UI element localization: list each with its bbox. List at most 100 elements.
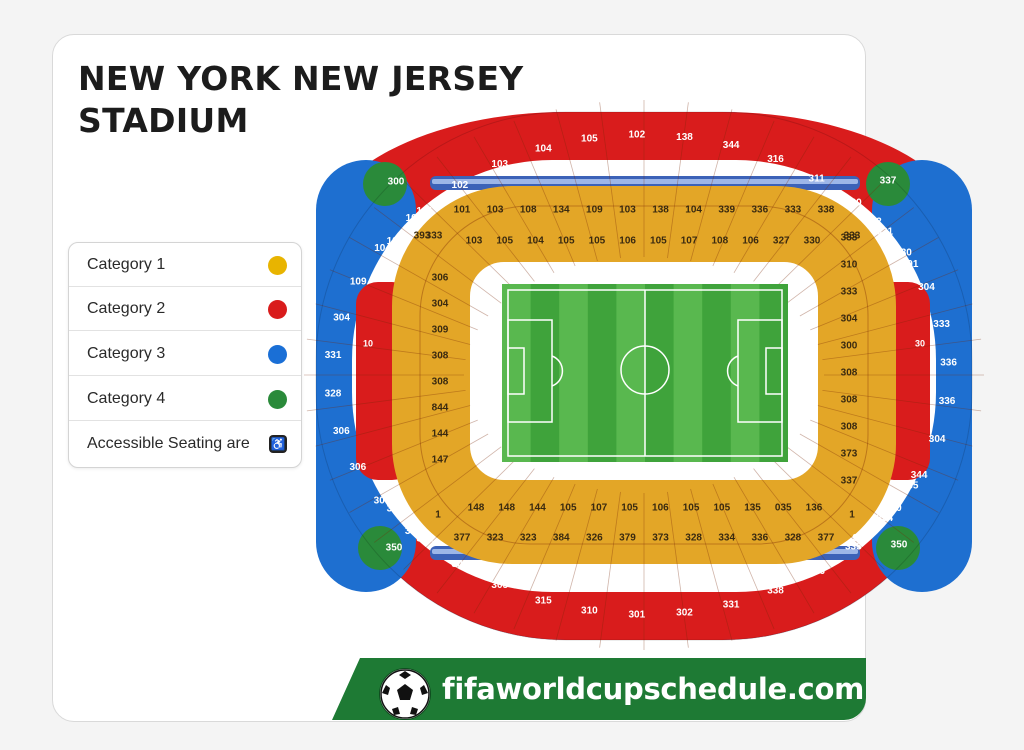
pitch-stripe — [673, 284, 703, 462]
section-label-outer-bottom: 301 — [629, 610, 646, 621]
section-label-outer-left: 109 — [350, 277, 367, 288]
section-label-outer-right: 332 — [865, 217, 882, 228]
category-3-dot — [268, 345, 287, 364]
section-divider — [810, 419, 959, 481]
section-label-upper-bottom: 377 — [454, 533, 471, 544]
category-4-section — [876, 526, 920, 570]
section-divider — [667, 102, 689, 259]
section-label-outer-top: 104 — [387, 236, 404, 247]
section-label-upper-bottom: 336 — [751, 533, 768, 544]
section-label-corner-inner: 333 — [844, 231, 861, 242]
category-4-section — [866, 162, 910, 206]
section-divider — [599, 491, 621, 648]
section-label-corner-inner: 1 — [849, 510, 855, 521]
title-line-1: NEW YORK NEW JERSEY — [78, 59, 524, 98]
section-label-upper-top: 103 — [487, 205, 504, 216]
section-label-outer-right: 330 — [895, 248, 912, 259]
section-label-lower-right: 308 — [841, 395, 858, 406]
section-label-upper-bottom: 323 — [520, 533, 537, 544]
section-label-corner: 337 — [880, 176, 897, 187]
legend-item-category-2: Category 2 — [69, 287, 301, 331]
legend-item-category-1: Category 1 — [69, 243, 301, 287]
section-label-right-mid: 30 — [915, 338, 925, 348]
section-divider — [799, 237, 939, 317]
section-label-outer-bottom: 302 — [676, 607, 693, 618]
section-label-outer-right: 340 — [885, 503, 902, 514]
legend-label: Category 4 — [87, 390, 166, 407]
category-1-dot — [268, 256, 287, 275]
section-label-outer-top: 331 — [876, 226, 893, 237]
section-divider — [555, 488, 598, 641]
section-divider — [555, 109, 598, 262]
section-label-upper-top: 104 — [685, 205, 702, 216]
section-label-lower-bottom: 148 — [498, 503, 515, 514]
section-label-outer-top: 105 — [581, 134, 598, 145]
legend-label: Category 1 — [87, 256, 166, 273]
section-label-upper-bottom: 334 — [718, 533, 735, 544]
section-divider — [799, 433, 939, 513]
section-label-corner-inner: 333 — [426, 231, 443, 242]
section-divider — [690, 488, 733, 641]
section-label-outer-top: 344 — [723, 140, 740, 151]
section-label-outer-bottom: 335 — [902, 480, 919, 491]
section-label-outer-bottom: 301 — [416, 533, 433, 544]
section-label-lower-bottom: 035 — [775, 503, 792, 514]
section-label-outer-top: 101 — [416, 206, 433, 217]
section-label-outer-top: 311 — [809, 173, 826, 184]
website-name: fifaworldcupschedule.com — [442, 672, 864, 706]
section-label-lower-right: 333 — [841, 287, 858, 298]
section-label-lower-left: 306 — [432, 273, 449, 284]
section-label-upper-top: 338 — [818, 205, 835, 216]
section-divider — [315, 303, 471, 345]
section-label-upper-top: 339 — [718, 205, 735, 216]
section-label-upper-top: 336 — [751, 205, 768, 216]
section-label-outer-bottom: 315 — [535, 596, 552, 607]
section-label-upper-top: 333 — [785, 205, 802, 216]
left-penalty-arc — [551, 355, 564, 387]
section-label-lower-left: 144 — [432, 429, 449, 440]
section-divider — [374, 446, 502, 543]
section-label-upper-top: 109 — [586, 205, 603, 216]
section-divider — [770, 180, 885, 292]
section-divider — [349, 433, 489, 513]
section-label-outer-bottom: 304 — [452, 559, 469, 570]
section-label-lower-bottom: 105 — [683, 503, 700, 514]
section-divider — [374, 207, 502, 304]
section-divider — [817, 303, 973, 345]
section-label-outer-left: 306 — [333, 426, 350, 437]
section-divider — [306, 338, 466, 360]
section-label-outer-top: 330 — [845, 198, 862, 209]
legend-label: Category 2 — [87, 300, 166, 317]
section-label-corner: 300 — [388, 177, 405, 188]
section-label-lower-top: 105 — [558, 236, 575, 247]
section-label-outer-top: 316 — [767, 154, 784, 165]
section-divider — [473, 476, 555, 614]
section-divider — [712, 483, 775, 630]
section-label-upper-bottom: 384 — [553, 533, 570, 544]
section-label-upper-bottom: 373 — [652, 533, 669, 544]
legend-item-accessible: Accessible Seating are ♿ — [69, 422, 301, 466]
section-label-lower-top: 105 — [496, 236, 513, 247]
center-circle — [620, 345, 670, 395]
section-label-outer-top: 103 — [491, 159, 508, 170]
section-divider — [733, 476, 815, 614]
section-divider — [436, 468, 535, 594]
section-label-outer-right: 304 — [929, 434, 946, 445]
section-label-lower-bottom: 136 — [806, 503, 823, 514]
section-label-upper-bottom: 326 — [586, 533, 603, 544]
section-label-upper-bottom: 328 — [785, 533, 802, 544]
section-divider — [513, 120, 576, 267]
section-label-corner: 350 — [386, 543, 403, 554]
category-4-dot — [268, 390, 287, 409]
section-label-outer-left: 331 — [325, 350, 342, 361]
section-divider — [810, 269, 959, 331]
section-label-upper-top: 134 — [553, 205, 570, 216]
legend-item-category-4: Category 4 — [69, 377, 301, 421]
section-label-outer-right: 336 — [940, 357, 957, 368]
section-label-lower-left: 147 — [432, 455, 449, 466]
section-label-outer-top: 138 — [676, 132, 693, 143]
walkway-top-inner — [432, 179, 858, 184]
section-divider — [690, 109, 733, 262]
section-divider — [753, 156, 852, 282]
